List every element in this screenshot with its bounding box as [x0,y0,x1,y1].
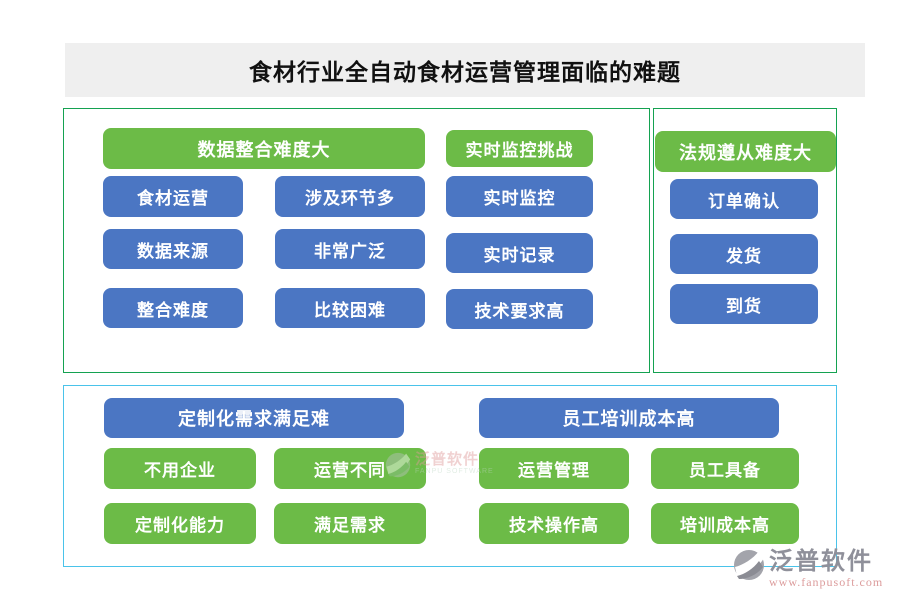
data-integration-item-6: 比较困难 [275,288,425,328]
header-regulation: 法规遵从难度大 [655,131,836,172]
data-integration-item-4: 非常广泛 [275,229,425,269]
watermark-brand-cn: 泛普软件 [769,548,873,575]
fanpu-logo-icon [385,452,411,483]
training-item-3: 技术操作高 [479,503,629,544]
header-realtime-monitoring: 实时监控挑战 [446,130,593,167]
regulation-item-2: 发货 [670,234,818,274]
header-data-integration: 数据整合难度大 [103,128,425,169]
watermark-brand-cn: 泛普软件 [415,451,480,468]
regulation-item-1: 订单确认 [670,179,818,219]
watermark-bottom-right: 泛普软件 www.fanpusoft.com [733,549,883,589]
customization-item-4: 满足需求 [274,503,426,544]
panel-top-right: 法规遵从难度大 订单确认 发货 到货 [653,108,837,373]
data-integration-item-3: 数据来源 [103,229,243,269]
watermark-center: 泛普软件 FANPU SOFTWARE [385,452,494,483]
regulation-item-3: 到货 [670,284,818,324]
header-customization: 定制化需求满足难 [104,398,404,438]
data-integration-item-2: 涉及环节多 [275,176,425,217]
realtime-item-1: 实时监控 [446,176,593,217]
data-integration-item-5: 整合难度 [103,288,243,328]
training-item-1: 运营管理 [479,448,629,489]
page-title: 食材行业全自动食材运营管理面临的难题 [65,43,865,97]
header-training: 员工培训成本高 [479,398,779,438]
watermark-brand-en: FANPU SOFTWARE [415,468,494,475]
realtime-item-3: 技术要求高 [446,289,593,329]
panel-bottom: 定制化需求满足难 不用企业 运营不同 定制化能力 满足需求 员工培训成本高 运营… [63,385,837,567]
customization-item-3: 定制化能力 [104,503,256,544]
training-item-2: 员工具备 [651,448,799,489]
panel-top-left: 数据整合难度大 食材运营 涉及环节多 数据来源 非常广泛 整合难度 比较困难 实… [63,108,650,373]
data-integration-item-1: 食材运营 [103,176,243,217]
customization-item-1: 不用企业 [104,448,256,489]
training-item-4: 培训成本高 [651,503,799,544]
customization-item-2: 运营不同 [274,448,426,489]
fanpu-logo-icon [733,549,765,586]
realtime-item-2: 实时记录 [446,233,593,273]
watermark-url: www.fanpusoft.com [769,575,884,589]
